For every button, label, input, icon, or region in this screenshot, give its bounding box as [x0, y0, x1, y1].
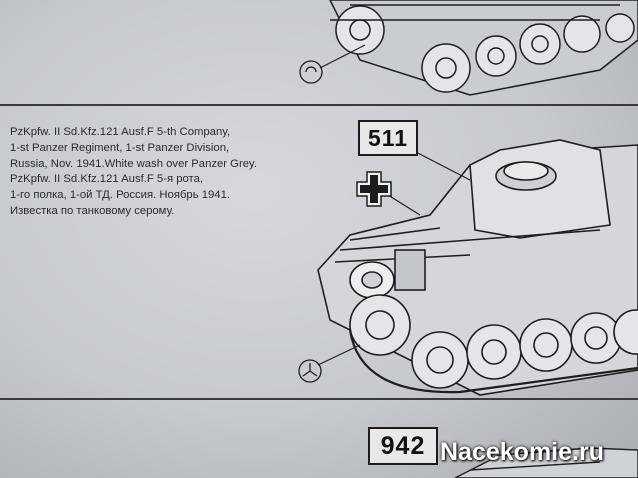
main-tank	[317, 139, 638, 396]
caption-line: Известка по танковому серому.	[10, 204, 175, 217]
caption-line: PzKpfw. II Sd.Kfz.121 Ausf.F 5-th Compan…	[10, 126, 231, 138]
bottom-tank-fragment	[454, 447, 638, 478]
balkenkreuz-icon	[356, 171, 392, 207]
top-tank-fragment	[329, 0, 638, 96]
wheel-hub-callout-icon	[299, 60, 323, 84]
vehicle-number-511: 511	[358, 120, 418, 156]
callout-line	[319, 44, 366, 69]
caption-line: Russia, Nov. 1941.White wash over Panzer…	[10, 157, 257, 170]
section-divider-bottom	[0, 398, 638, 400]
paint-scheme-caption: PzKpfw. II Sd.Kfz.121 Ausf.F 5-th Compan…	[10, 125, 320, 220]
site-watermark: Nacekomie.ru	[440, 438, 604, 466]
caption-line: 1-st Panzer Regiment, 1-st Panzer Divisi…	[10, 141, 230, 154]
caption-line: 1-го полка, 1-ой ТД. Россия. Ноябрь 1941…	[10, 189, 230, 202]
section-divider-top	[0, 104, 638, 106]
wheel-hub-callout-icon	[298, 359, 322, 383]
caption-line: PzKpfw. II Sd.Kfz.121 Ausf.F 5-я рота,	[10, 173, 204, 186]
vehicle-number-942: 942	[368, 427, 438, 465]
